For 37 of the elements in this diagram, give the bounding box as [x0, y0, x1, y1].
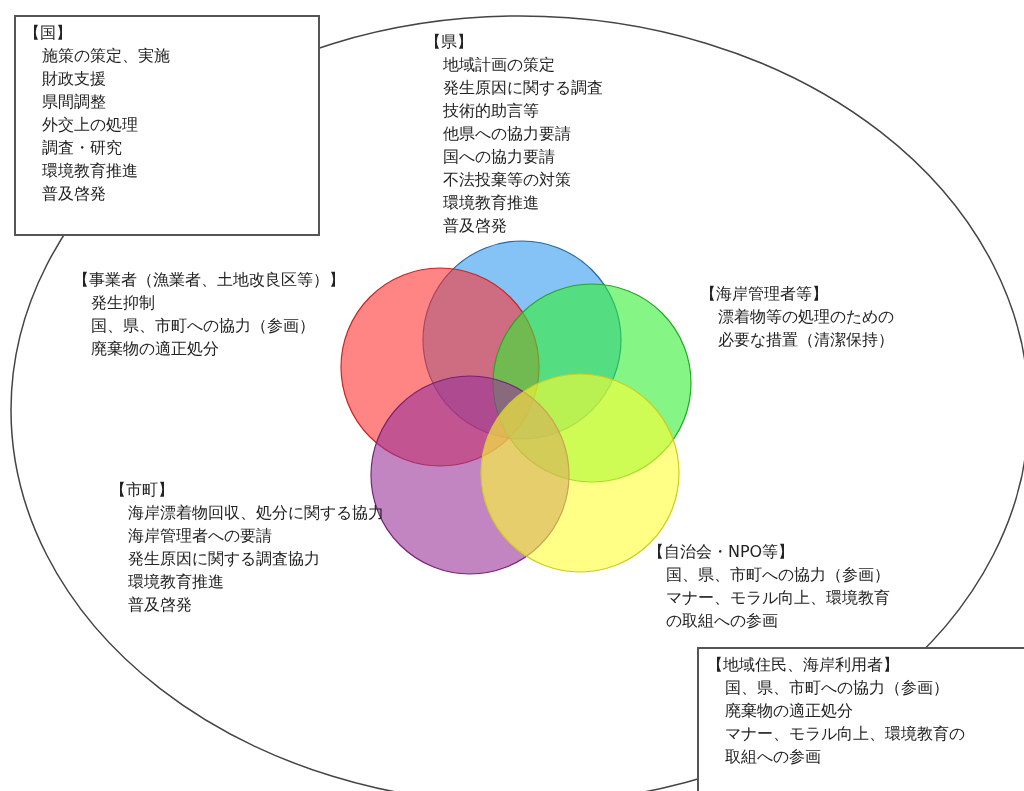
heading: 【県】 — [425, 31, 474, 53]
list-item: 環境教育推進 — [128, 571, 225, 593]
heading: 【市町】 — [110, 479, 175, 501]
heading: 【地域住民、海岸利用者】 — [707, 654, 900, 676]
heading: 【自治会・NPO等】 — [648, 541, 796, 563]
heading: 【事業者（漁業者、土地改良区等）】 — [73, 269, 346, 291]
list-item: マナー、モラル向上、環境教育の取組への参画 — [666, 587, 891, 632]
list-item: 国、県、市町への協力（参画） — [91, 315, 316, 337]
list-item: 財政支援 — [42, 68, 107, 90]
list-item: 国、県、市町への協力（参画） — [725, 677, 950, 699]
heading: 【国】 — [24, 22, 73, 44]
text-box — [14, 15, 320, 236]
list-item: 県間調整 — [42, 91, 107, 113]
text-box — [697, 647, 1024, 791]
list-item: 国への協力要請 — [443, 146, 556, 168]
list-item: 環境教育推進 — [42, 160, 139, 182]
list-item: 発生原因に関する調査協力 — [128, 548, 321, 570]
list-item: 施策の策定、実施 — [42, 45, 171, 67]
list-item: 国、県、市町への協力（参画） — [666, 564, 891, 586]
list-item: 発生抑制 — [91, 292, 156, 314]
list-item: 普及啓発 — [42, 183, 107, 205]
list-item: 他県への協力要請 — [443, 123, 572, 145]
list-item: 漂着物等の処理のための必要な措置（清潔保持） — [718, 306, 895, 351]
list-item: 不法投棄等の対策 — [443, 169, 572, 191]
list-item: マナー、モラル向上、環境教育の取組への参画 — [725, 723, 966, 768]
list-item: 海岸管理者への要請 — [128, 525, 273, 547]
list-item: 外交上の処理 — [42, 114, 139, 136]
list-item: 環境教育推進 — [443, 192, 540, 214]
list-item: 技術的助言等 — [443, 100, 540, 122]
list-item: 普及啓発 — [443, 215, 508, 237]
list-item: 地域計画の策定 — [443, 54, 556, 76]
list-item: 普及啓発 — [128, 594, 193, 616]
heading: 【海岸管理者等】 — [700, 283, 829, 305]
list-item: 廃棄物の適正処分 — [725, 700, 854, 722]
list-item: 廃棄物の適正処分 — [91, 338, 220, 360]
list-item: 発生原因に関する調査 — [443, 77, 604, 99]
list-item: 調査・研究 — [42, 137, 123, 159]
